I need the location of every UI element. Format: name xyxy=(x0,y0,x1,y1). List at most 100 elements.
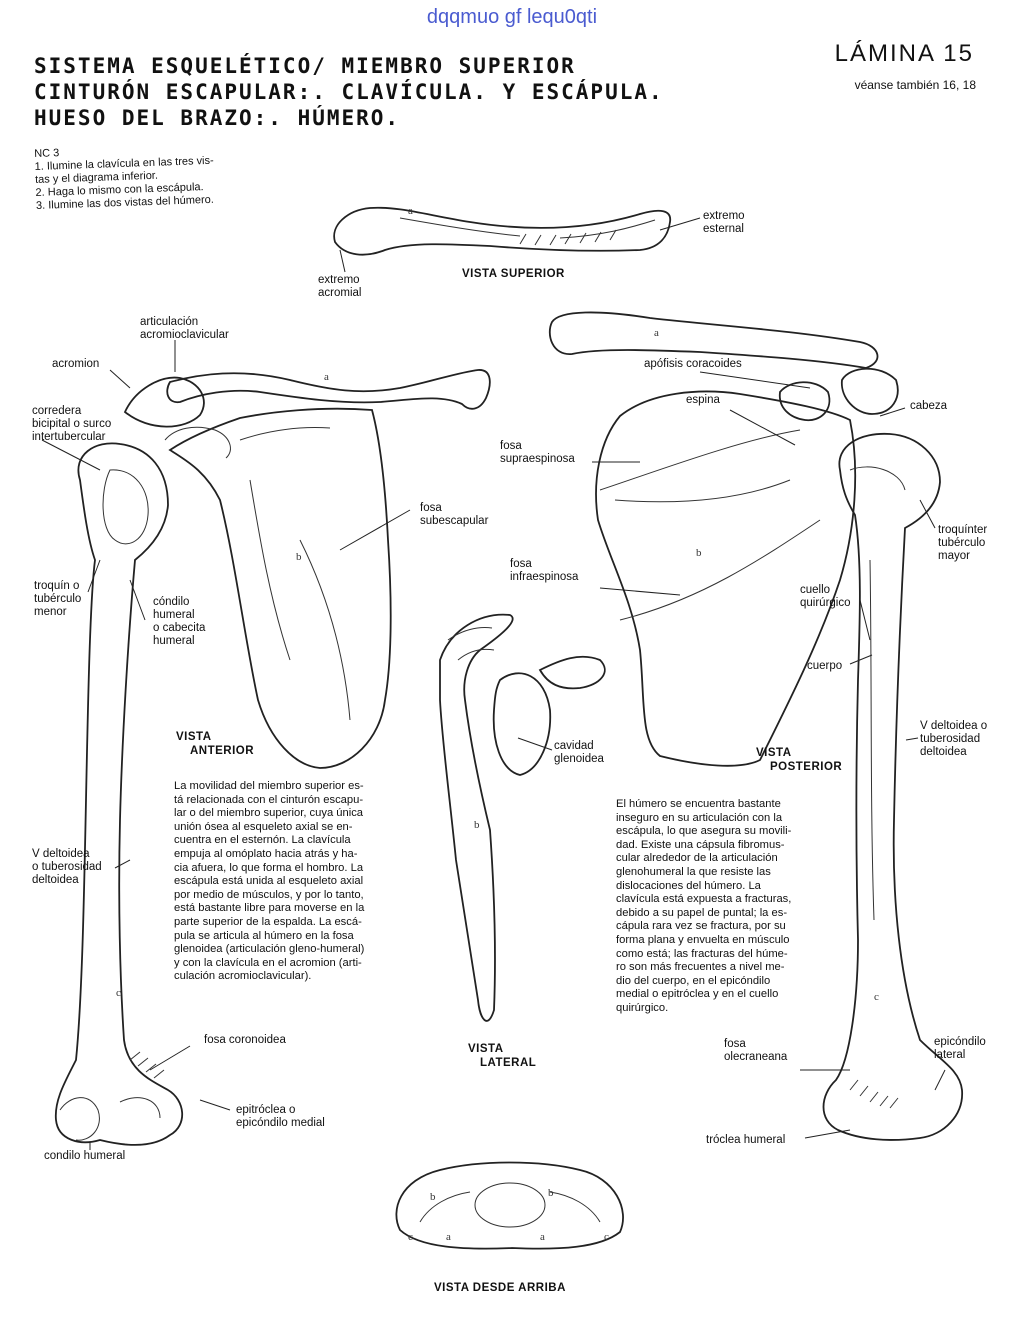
paragraph-left-line: cuentra en el esternón. La clavícula xyxy=(174,834,351,847)
paragraph-right-line: dio del cuerpo, en el epicóndilo xyxy=(616,974,771,987)
paragraph-left-line: unión ósea al esqueleto axial se en- xyxy=(174,820,353,833)
label-troquin-2: tubérculo xyxy=(34,593,82,605)
label-fosa-olecraneana: fosa olecraneana xyxy=(724,1038,787,1064)
label-condilo-4: humeral xyxy=(153,635,195,647)
label-extremo-esternal-1: extremo xyxy=(703,210,745,222)
label-cavidad-2: glenoidea xyxy=(554,753,604,765)
view-posterior: VISTA POSTERIOR xyxy=(756,746,842,774)
label-fosa-supra-2: supraespinosa xyxy=(500,453,575,465)
svg-text:b: b xyxy=(548,1187,554,1199)
label-fosa-supra-1: fosa xyxy=(500,440,522,452)
view-posterior-1: VISTA xyxy=(756,747,792,759)
humerus-anterior-view: c xyxy=(54,442,184,1146)
label-troquin: troquín o tubérculo menor xyxy=(34,580,81,619)
label-v-deltoidea-l-3: deltoidea xyxy=(32,874,79,886)
svg-text:c: c xyxy=(604,1231,609,1243)
scapula-anterior-view: b xyxy=(123,376,392,769)
svg-text:a: a xyxy=(654,327,659,339)
label-troquiter-2: tubérculo xyxy=(938,537,986,549)
paragraph-left: La movilidad del miembro superior es- tá… xyxy=(174,780,409,984)
title-line-3: HUESO DEL BRAZO:. HÚMERO. xyxy=(34,106,401,130)
label-acromion: acromion xyxy=(52,358,100,370)
label-condilo-3: o cabecita xyxy=(153,622,206,634)
label-troquiter-1: troquínter xyxy=(938,524,988,536)
view-superior: VISTA SUPERIOR xyxy=(462,268,565,280)
plate-number: LÁMINA 15 xyxy=(834,40,974,67)
paragraph-right-line: cular alrededor de la articulación xyxy=(616,852,778,865)
paragraph-right-line: clavícula está expuesta a fracturas, xyxy=(616,893,792,906)
label-fosa-subesc-2: subescapular xyxy=(420,515,489,527)
svg-text:b: b xyxy=(296,551,302,563)
label-extremo-esternal: extremo esternal xyxy=(703,210,745,236)
label-troquin-1: troquín o xyxy=(34,580,80,592)
paragraph-left-line: y con la clavícula en el acromion (arti- xyxy=(174,956,362,969)
label-v-deltoidea-r-1: V deltoidea o xyxy=(920,720,988,732)
svg-text:a: a xyxy=(446,1231,451,1243)
label-extremo-acromial-2: acromial xyxy=(318,287,362,299)
label-v-deltoidea-l-2: o tuberosidad xyxy=(32,861,102,873)
view-lateral-2: LATERAL xyxy=(480,1057,537,1069)
see-also: véanse también 16, 18 xyxy=(854,78,976,92)
paragraph-left-line: escápula está unida al esqueleto axial xyxy=(174,875,364,888)
view-anterior-1: VISTA xyxy=(176,731,212,743)
paragraph-right-line: glenohumeral la que resiste las xyxy=(616,865,771,878)
label-cuerpo: cuerpo xyxy=(807,660,843,672)
svg-text:a: a xyxy=(408,205,413,217)
svg-text:c: c xyxy=(116,987,121,999)
label-fosa-subescapular: fosa subescapular xyxy=(420,502,488,528)
label-epicondilo-lateral: epicóndilo lateral xyxy=(934,1036,986,1062)
label-troquiter-3: mayor xyxy=(938,550,970,562)
label-fosa-coronoidea: fosa coronoidea xyxy=(204,1034,286,1046)
svg-text:a: a xyxy=(540,1231,545,1243)
paragraph-right-line: dislocaciones del húmero. La xyxy=(616,879,761,892)
paragraph-right-line: cápula rara vez se fractura, por su xyxy=(616,920,786,933)
label-v-deltoidea-left: V deltoidea o tuberosidad deltoidea xyxy=(32,848,102,887)
paragraph-right-line: ro son más frecuentes a nivel me- xyxy=(616,961,785,974)
label-condilo-1: cóndilo xyxy=(153,596,190,608)
paragraph-right-line: medial o epitróclea y en el cuello xyxy=(616,988,779,1001)
svg-text:b: b xyxy=(696,547,702,559)
label-articulacion-acromioclavicular: articulación acromioclavicular xyxy=(140,316,229,342)
paragraph-left-line: lar o del miembro superior, cuya única xyxy=(174,807,364,820)
label-cuello-1: cuello xyxy=(800,584,831,596)
paragraph-left-line: tá relacionada con el cinturón escapu- xyxy=(174,793,364,806)
paragraph-right-line: debido a su papel de puntal; la es- xyxy=(616,906,788,919)
paragraph-left-line: cia afuera, lo que forma el hombro. La xyxy=(174,861,364,874)
label-epitroclea-1: epitróclea o xyxy=(236,1104,296,1116)
label-v-deltoidea-l-1: V deltoidea xyxy=(32,848,90,860)
label-condilo-2: humeral xyxy=(153,609,195,621)
label-extremo-acromial: extremo acromial xyxy=(318,274,361,300)
paragraph-right-line: como está; las fracturas del húme- xyxy=(616,947,788,960)
label-condilo-humeral-bottom: condilo humeral xyxy=(44,1150,126,1162)
label-epicondilo-1: epicóndilo xyxy=(934,1036,986,1048)
paragraph-right-line: dad. Existe una cápsula fibromus- xyxy=(616,838,785,851)
label-fosa-olec-2: olecraneana xyxy=(724,1051,788,1063)
label-troclea-humeral: tróclea humeral xyxy=(706,1134,786,1146)
clavicle-superior-view: a xyxy=(333,205,672,256)
svg-text:b: b xyxy=(474,819,480,831)
scapula-posterior-view: b xyxy=(595,367,899,767)
view-posterior-2: POSTERIOR xyxy=(770,761,843,773)
view-lateral-1: VISTA xyxy=(468,1043,504,1055)
label-cavidad-glenoidea: cavidad glenoidea xyxy=(554,740,604,766)
label-corredera-3: intertubercular xyxy=(32,431,106,443)
title-line-2: CINTURÓN ESCAPULAR:. CLAVÍCULA. Y ESCÁPU… xyxy=(34,80,664,104)
label-art-acromio-2: acromioclavicular xyxy=(140,329,229,341)
scapula-lateral-view: b xyxy=(439,613,606,1022)
svg-text:b: b xyxy=(430,1191,436,1203)
svg-text:c: c xyxy=(408,1231,413,1243)
label-espina: espina xyxy=(686,394,720,406)
svg-text:a: a xyxy=(324,371,329,383)
paragraph-left-line: por medio de músculos, y por lo tanto, xyxy=(174,888,364,901)
label-condilo-humeral: cóndilo humeral o cabecita humeral xyxy=(153,596,205,648)
paragraph-right: El húmero se encuentra bastante inseguro… xyxy=(616,798,836,1016)
label-fosa-infra-2: infraespinosa xyxy=(510,571,579,583)
label-v-deltoidea-r-3: deltoidea xyxy=(920,746,967,758)
view-anterior: VISTA ANTERIOR xyxy=(176,730,254,758)
clavicle-anterior-view: a xyxy=(166,369,491,410)
label-apofisis-coracoides: apófisis coracoides xyxy=(644,358,742,370)
label-cuello-quirurgico: cuello quirúrgico xyxy=(800,584,851,610)
view-lateral: VISTA LATERAL xyxy=(468,1042,536,1070)
paragraph-left-line: culación acromioclavicular). xyxy=(174,970,312,983)
label-epitroclea-2: epicóndilo medial xyxy=(236,1117,325,1129)
